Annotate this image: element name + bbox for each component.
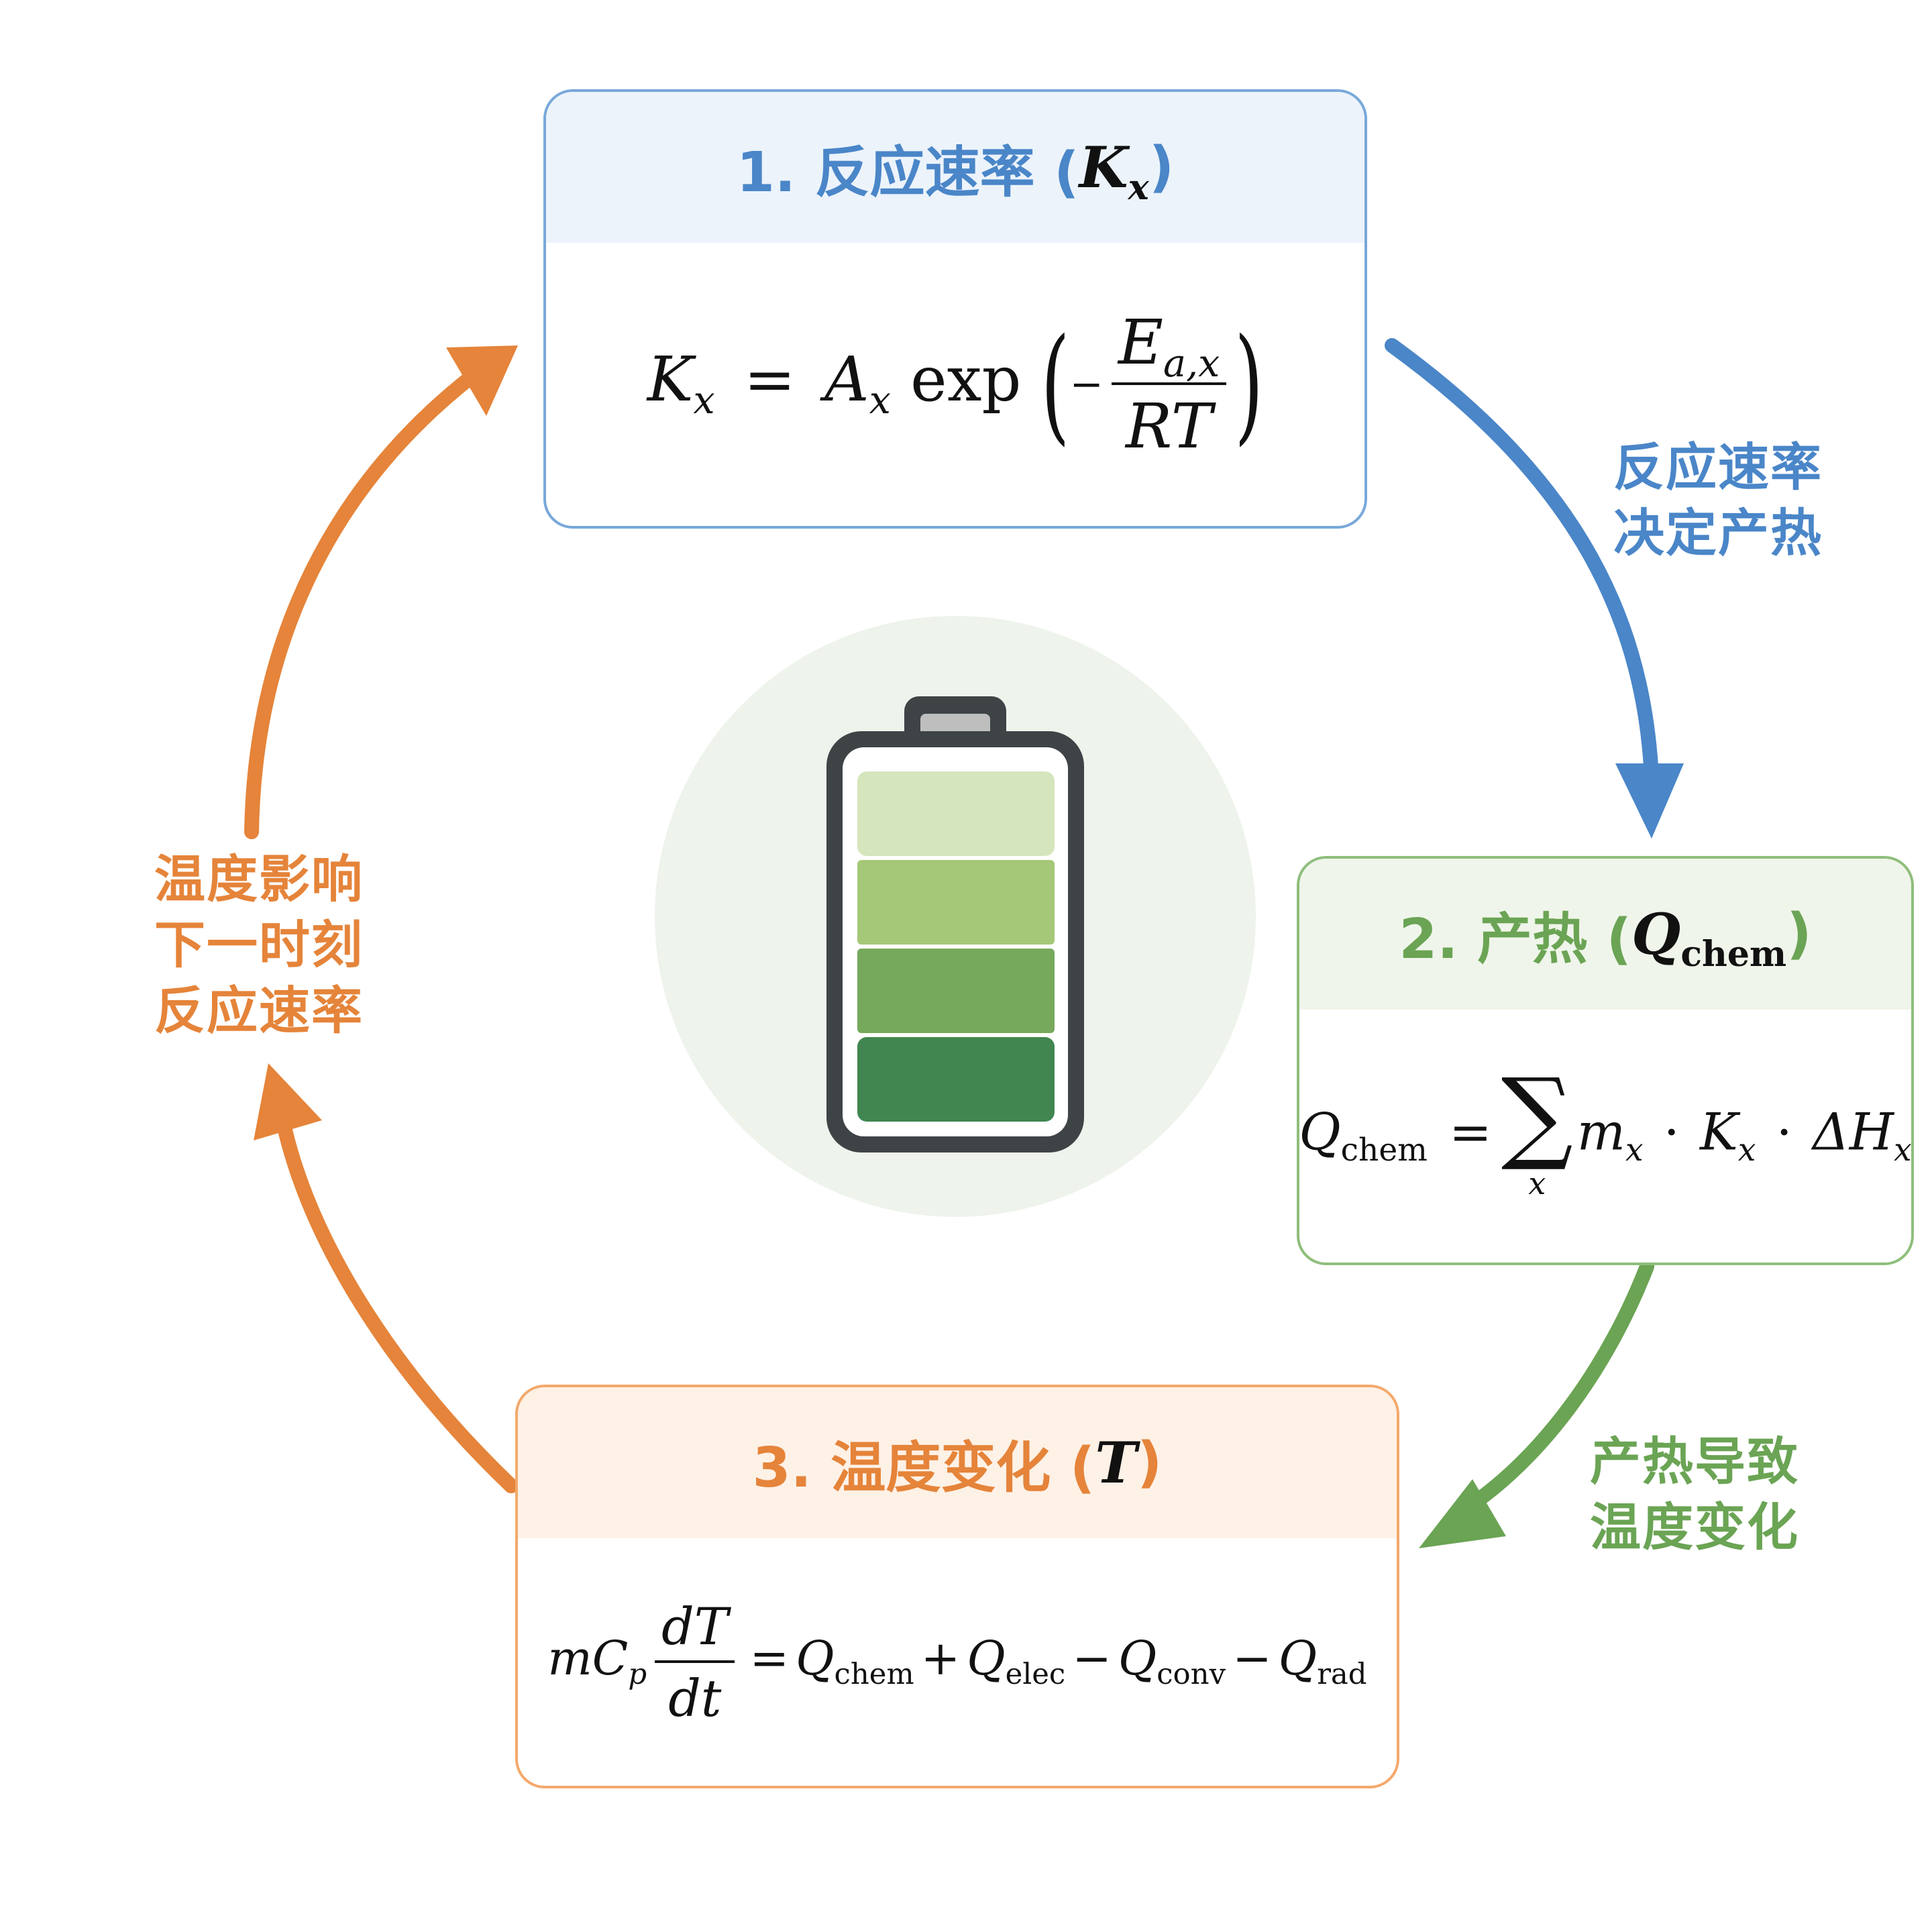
title-close: ) — [1148, 136, 1175, 199]
battery-level-4 — [857, 771, 1055, 856]
arrow-orange-upper-head — [446, 345, 518, 416]
formula-term-h: ΔH — [1812, 1102, 1894, 1162]
battery-level-1 — [857, 1037, 1055, 1122]
label-temperature-affects-rate: 温度影响 下一时刻 反应速率 — [154, 847, 364, 1044]
title-close: ) — [1786, 902, 1812, 966]
arrow-orange-lower — [278, 1123, 519, 1493]
label-line: 温度变化 — [1590, 1497, 1799, 1557]
formula-equals: = — [749, 1630, 790, 1686]
formula-plus: + — [920, 1630, 961, 1686]
formula-lhs: Q — [1299, 1102, 1341, 1162]
formula-lhs-sub: chem — [1340, 1131, 1428, 1169]
arrow-blue-head — [1615, 763, 1684, 839]
formula-lhs-sub: x — [693, 378, 715, 423]
formula-coef-sub: x — [869, 378, 891, 423]
formula-equals: = — [1449, 1102, 1492, 1162]
sum-index: x — [1528, 1165, 1546, 1201]
label-heat-changes-temperature: 产热导致 温度变化 — [1590, 1429, 1799, 1560]
fraction-bar — [1111, 382, 1227, 385]
label-line: 产热导致 — [1590, 1432, 1799, 1491]
formula-term-k: K — [1700, 1102, 1738, 1162]
formula-q-rad: Q — [1278, 1630, 1318, 1686]
formula-term-k-sub: x — [1737, 1131, 1756, 1169]
formula-lhs: K — [647, 343, 694, 415]
formula-numerator: E — [1118, 307, 1163, 378]
title-text: 1. 反应速率 ( — [736, 141, 1079, 205]
formula-heat-capacity-sub: p — [628, 1658, 647, 1692]
title-var: T — [1095, 1430, 1137, 1496]
formula-mass: m — [547, 1630, 592, 1686]
title-var: Q — [1631, 901, 1681, 967]
derivative-numerator: dT — [661, 1596, 729, 1656]
formula-q-elec-sub: elec — [1005, 1658, 1066, 1692]
label-rate-determines-heat: 反应速率 决定产热 — [1613, 435, 1823, 566]
formula-q-conv: Q — [1118, 1630, 1157, 1686]
formula-equals: = — [743, 343, 796, 415]
formula-dot: · — [1663, 1102, 1680, 1162]
title-sub: chem — [1680, 933, 1787, 975]
label-line: 反应速率 — [154, 981, 364, 1040]
formula-q-chem: Q — [796, 1630, 835, 1686]
battery-icon — [826, 696, 1084, 1152]
label-line: 反应速率 — [1613, 437, 1823, 497]
formula-paren-open: ( — [1040, 311, 1070, 458]
battery-level-2 — [857, 949, 1055, 1033]
formula-term-h-sub: x — [1894, 1131, 1912, 1169]
formula-term-m: m — [1576, 1102, 1625, 1162]
label-line: 温度影响 — [154, 849, 364, 909]
arrow-orange-upper — [244, 368, 480, 839]
title-var: K — [1079, 134, 1128, 201]
card-reaction-rate-title: 1. 反应速率 (Kx) — [546, 92, 1364, 243]
formula-q-chem-sub: chem — [834, 1658, 914, 1692]
arrow-orange-lower-head — [254, 1063, 322, 1140]
title-text: 3. 温度变化 ( — [752, 1436, 1095, 1500]
formula-derivative: dT dt — [655, 1597, 735, 1728]
formula-denominator: RT — [1126, 390, 1213, 462]
formula-paren-close: ) — [1234, 311, 1264, 458]
derivative-denominator: dt — [668, 1668, 722, 1728]
card-heat-generation-title: 2. 产热 (Qchem) — [1299, 859, 1911, 1010]
label-line: 决定产热 — [1613, 503, 1823, 563]
formula-q-rad-sub: rad — [1317, 1658, 1367, 1692]
title-sub: x — [1128, 166, 1149, 208]
title-close: ) — [1136, 1431, 1163, 1495]
arrow-green — [1445, 1259, 1654, 1525]
label-line: 下一时刻 — [154, 915, 364, 975]
arrow-blue — [1385, 338, 1659, 786]
formula-minus: − — [1069, 361, 1104, 408]
formula-term-m-sub: x — [1625, 1131, 1644, 1169]
formula-minus: − — [1072, 1630, 1112, 1686]
arrow-green-head — [1419, 1479, 1506, 1548]
title-text: 2. 产热 ( — [1399, 908, 1632, 971]
formula-dot: · — [1776, 1102, 1792, 1162]
formula-minus: − — [1232, 1630, 1272, 1686]
fraction-bar — [655, 1660, 735, 1663]
sum-symbol: ∑ — [1501, 1057, 1573, 1174]
formula-coef: A — [824, 343, 869, 415]
formula-q-elec: Q — [967, 1630, 1006, 1686]
battery-level-3 — [857, 860, 1055, 945]
formula-numerator-sub: a,x — [1163, 341, 1220, 386]
card-temperature-change-title: 3. 温度变化 (T) — [518, 1387, 1397, 1538]
formula-exp: exp — [910, 343, 1022, 415]
formula-sum: ∑x — [1501, 1057, 1573, 1201]
formula-q-conv-sub: conv — [1157, 1658, 1226, 1692]
formula-heat-capacity: C — [592, 1630, 629, 1686]
